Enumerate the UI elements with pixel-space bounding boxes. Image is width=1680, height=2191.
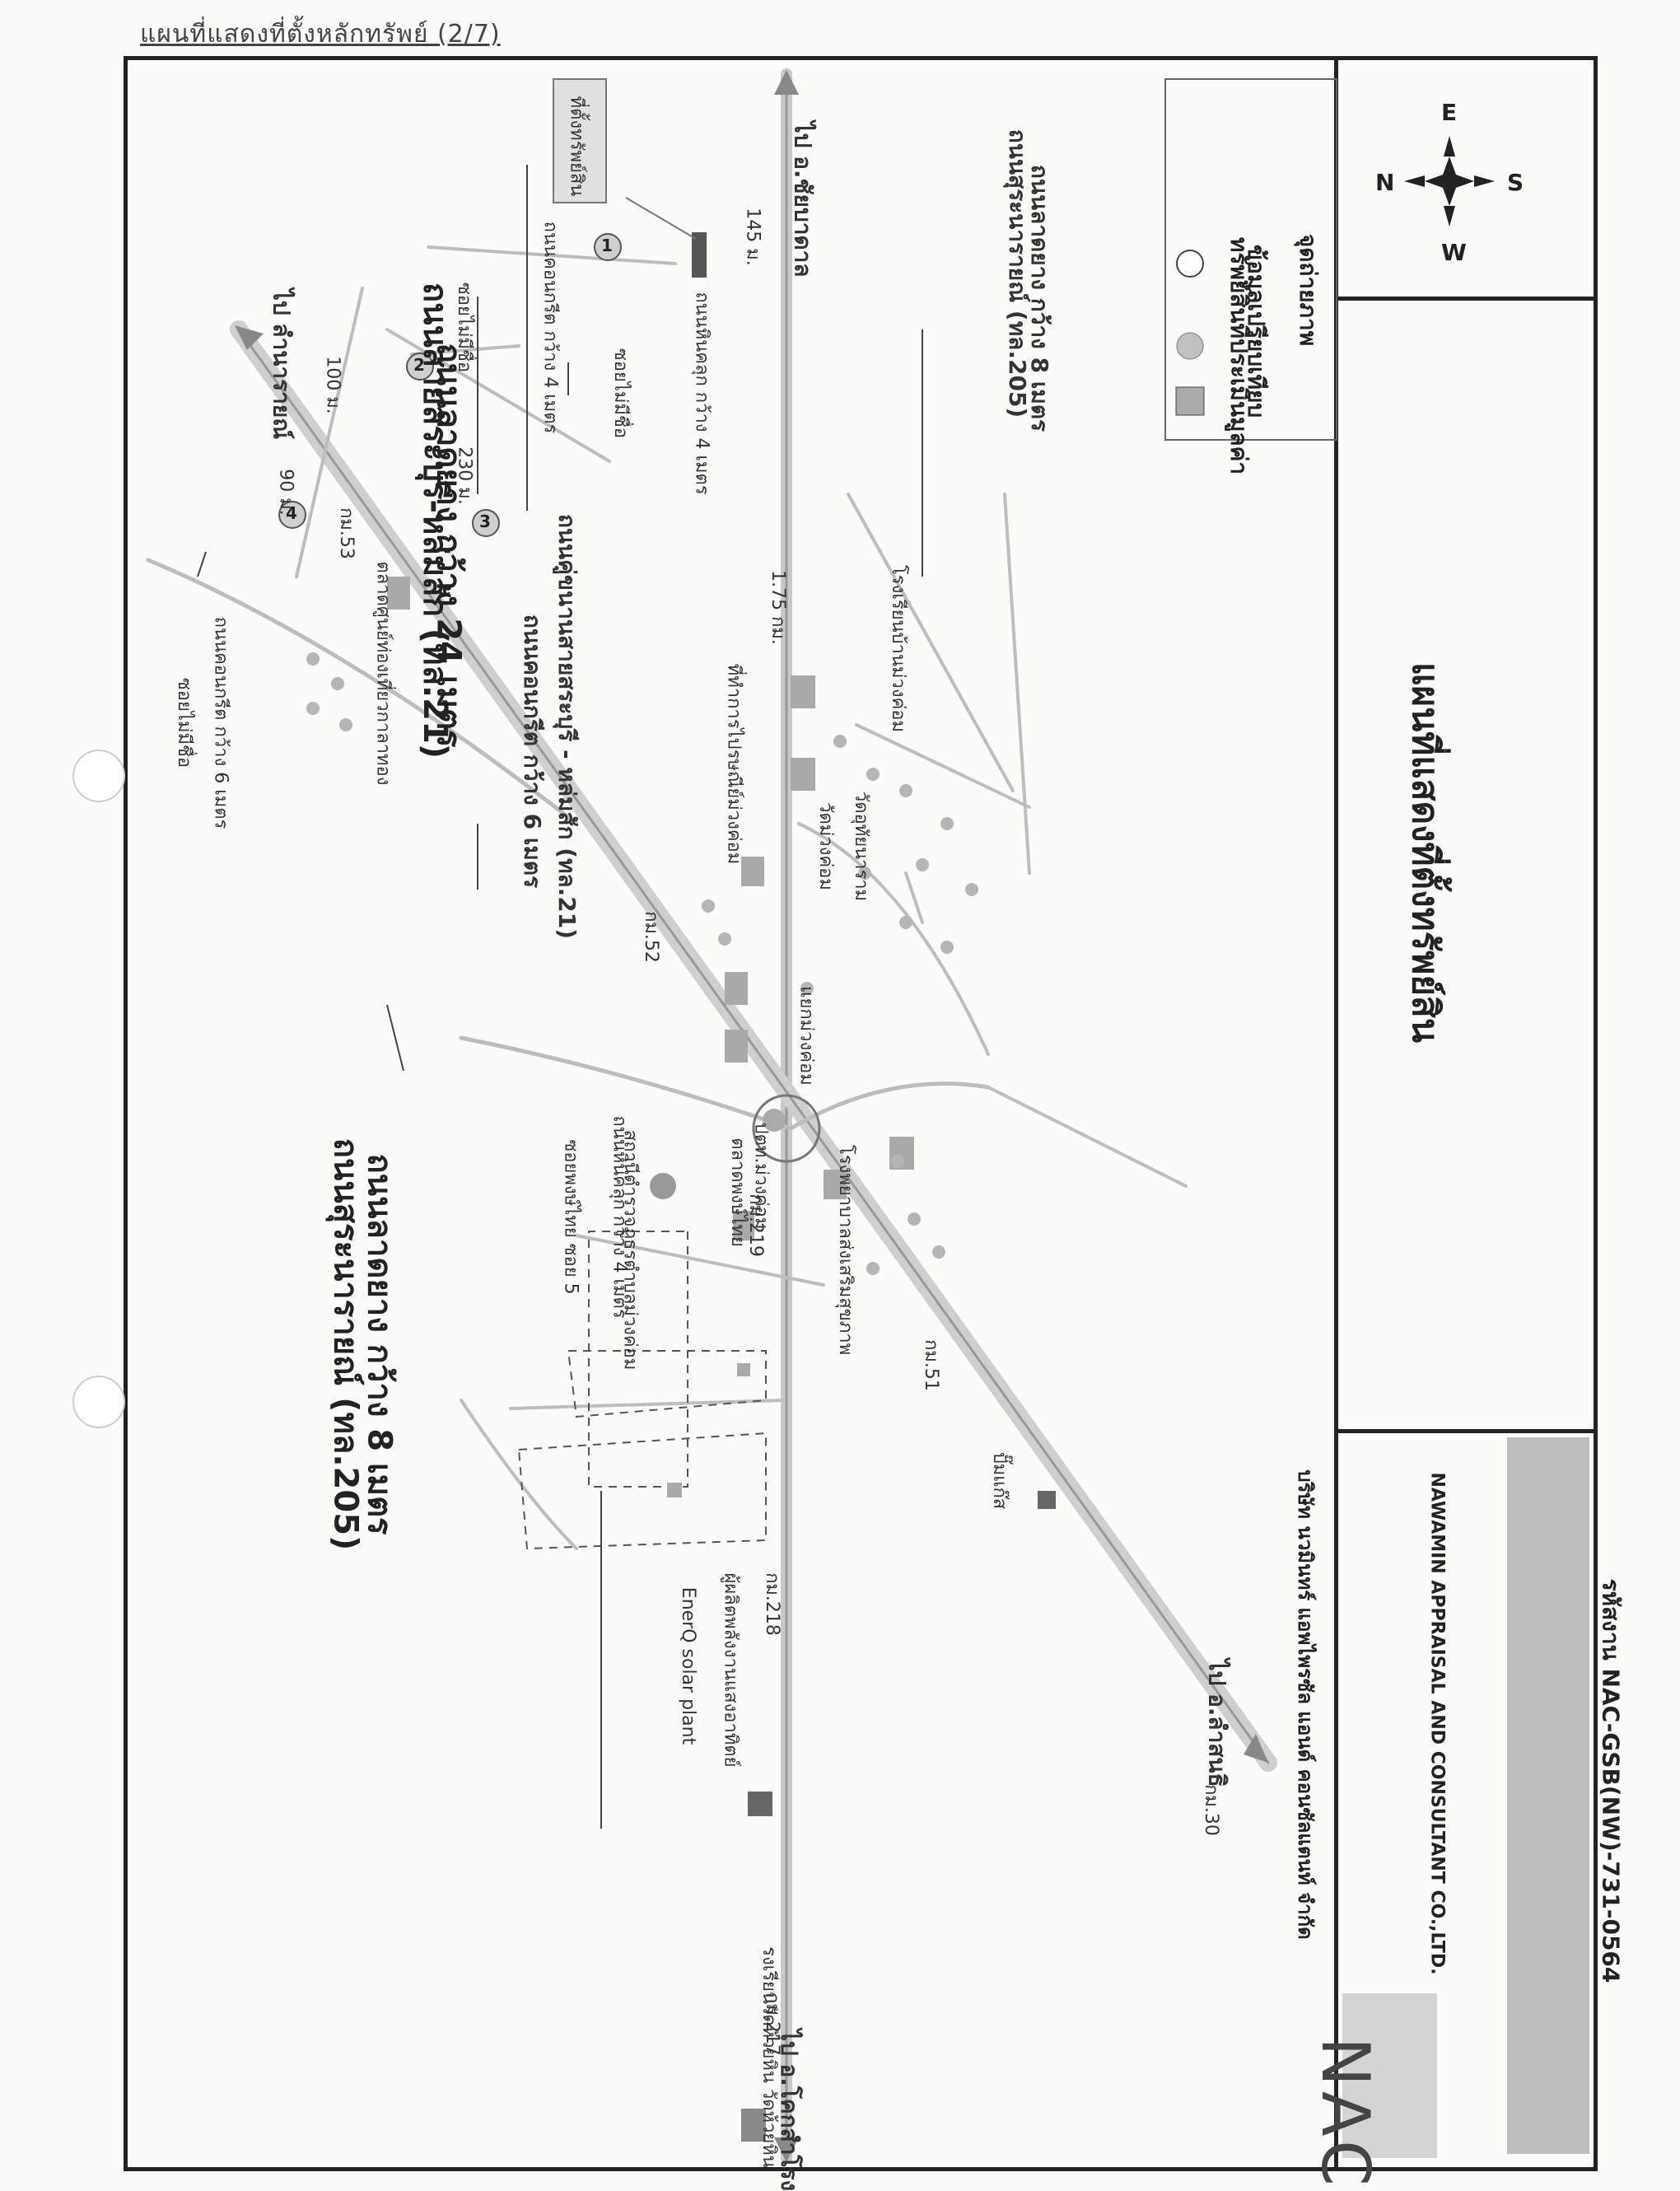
comparison-marker-2: 2 xyxy=(413,355,425,375)
comparison-marker-1: 1 xyxy=(601,236,613,255)
map-frame xyxy=(124,56,1598,2171)
property-marker xyxy=(692,232,707,278)
label-solar-a: EnerQ solar plant xyxy=(678,1586,699,1745)
label-solar-b: ผู้ผลิตพลังงานแสงอาทิตย์ xyxy=(720,1572,741,1768)
label-to-lamnarai: ไป ลำนารายณ์ xyxy=(268,288,296,440)
label-post-office: ที่ทำการไปรษณีย์ม่วงค่อม xyxy=(723,663,744,865)
sidebar-divider xyxy=(1334,56,1338,2171)
comparison-marker-3: 3 xyxy=(479,512,491,531)
label-school-a: โรงเรียนบ้านม่วงค่อม xyxy=(888,564,909,733)
label-distance-230: 230 ม. xyxy=(454,446,475,505)
label-km52: กม.52 xyxy=(640,911,661,963)
label-soi-top-b: ถนนคอนกรีต กว้าง 4 เมตร xyxy=(539,221,561,434)
label-junction: แยกม่วงค่อม xyxy=(796,986,817,1086)
label-temple-2: วัดอุทัยนาราม xyxy=(851,791,872,902)
label-health-center: โรงพยาบาลส่งเสริมสุขภาพ xyxy=(835,1144,856,1356)
label-property: ที่ตั้งทรัพย์สิน xyxy=(566,96,587,197)
comparison-marker-4: 4 xyxy=(286,503,297,523)
label-temple: วัดม่วงค่อม xyxy=(814,802,836,890)
label-to-lamsonthi: ไป อ.ลำสนธิ xyxy=(1203,1659,1231,1787)
label-soi-mid-a: ซอยไม่มีชื่อ xyxy=(610,348,632,439)
label-police: สถานีตำรวจภูธรตำบลม่วงค่อม xyxy=(619,1129,641,1371)
label-road-205-bottom-b: ถนนลาดยาง กว้าง 8 เมตร xyxy=(360,1153,399,1535)
map-title: แผนที่แสดงที่ตั้งทรัพย์สิน xyxy=(1403,662,1446,1043)
label-km51: กม.51 xyxy=(920,1339,941,1391)
compass-w: W xyxy=(1441,239,1467,266)
label-soi-top-a: ซอยไม่มีชื่อ xyxy=(454,282,475,373)
label-gas-station: ปั๊มแก๊ส xyxy=(989,1451,1010,1510)
label-school-c: รงเรียนวัดห้วยหิน วัดห้วยหิน xyxy=(758,1946,779,2168)
label-km218: กม.218 xyxy=(761,1572,782,1636)
legend-item-photo-point: จุดถ่ายภาพ xyxy=(1295,233,1323,347)
label-market: ตลาดศูนย์ท่องเที่ยวกาลาทอง xyxy=(372,561,394,786)
legend-item-comparison: ข้อมูลเปรียบเทียบ xyxy=(1243,244,1271,418)
company-divider xyxy=(1334,1429,1598,1433)
compass-rose xyxy=(1404,136,1495,227)
label-road-21-b: ถนนลาดยาง กว้าง 24 เมตร xyxy=(429,343,468,748)
legend-box xyxy=(1164,78,1337,441)
label-km30: กม.30 xyxy=(1200,1784,1221,1836)
company-name-th: บริษัท นวมินทร์ แอพไพรซัล แอนด์ คอนซัลแต… xyxy=(1293,1469,1317,1940)
label-to-chaibadan: ไป อ.ชัยบาดาล xyxy=(789,121,817,278)
label-distance-175: 1.75 กม. xyxy=(767,570,788,645)
label-market-2: ตลาดพงษ์ไทย xyxy=(726,1138,748,1247)
company-name-en: NAWAMIN APPRAISAL AND CONSULTANT CO.,LTD… xyxy=(1426,1472,1448,1975)
compass-divider xyxy=(1334,297,1598,301)
label-road-21-parallel-b: ถนนคอนกรีต กว้าง 6 เมตร xyxy=(519,614,547,889)
label-soi-noname-a: ซอยไม่มีชื่อ xyxy=(174,677,195,768)
label-soi-noname-b: ถนนคอนกรีต กว้าง 6 เมตร xyxy=(210,616,231,829)
label-road-21-parallel-a: ถนนคู่ขนานสายสระบุรี - หล่มสัก (ทล.21) xyxy=(553,513,581,940)
binder-hole xyxy=(72,1376,125,1428)
company-logo: NAC xyxy=(1307,2036,1384,2191)
binder-hole xyxy=(72,750,125,802)
compass-e: E xyxy=(1441,99,1458,126)
compass-s: S xyxy=(1507,169,1524,196)
label-km53: กม.53 xyxy=(335,507,357,559)
job-code-box xyxy=(1507,1437,1589,2154)
label-distance-100: 100 ม. xyxy=(322,356,343,414)
label-soi-mid-b: ถนนหินคลุก กว้าง 4 เมตร xyxy=(691,292,712,495)
job-code: รหัสงาน NAC-GSB(NW)-731-0564 xyxy=(1597,1578,1625,1983)
label-distance-145: 145 ม. xyxy=(742,208,763,266)
compass-n: N xyxy=(1375,169,1395,196)
label-road-205-top-b: ถนนลาดยาง กว้าง 8 เมตร xyxy=(1026,164,1054,432)
label-soi-5-a: ซอยพงษ์ไทย ซอย 5 xyxy=(560,1139,581,1295)
page-header: แผนที่แสดงที่ตั้งหลักทรัพย์ (2/7) xyxy=(140,20,501,49)
